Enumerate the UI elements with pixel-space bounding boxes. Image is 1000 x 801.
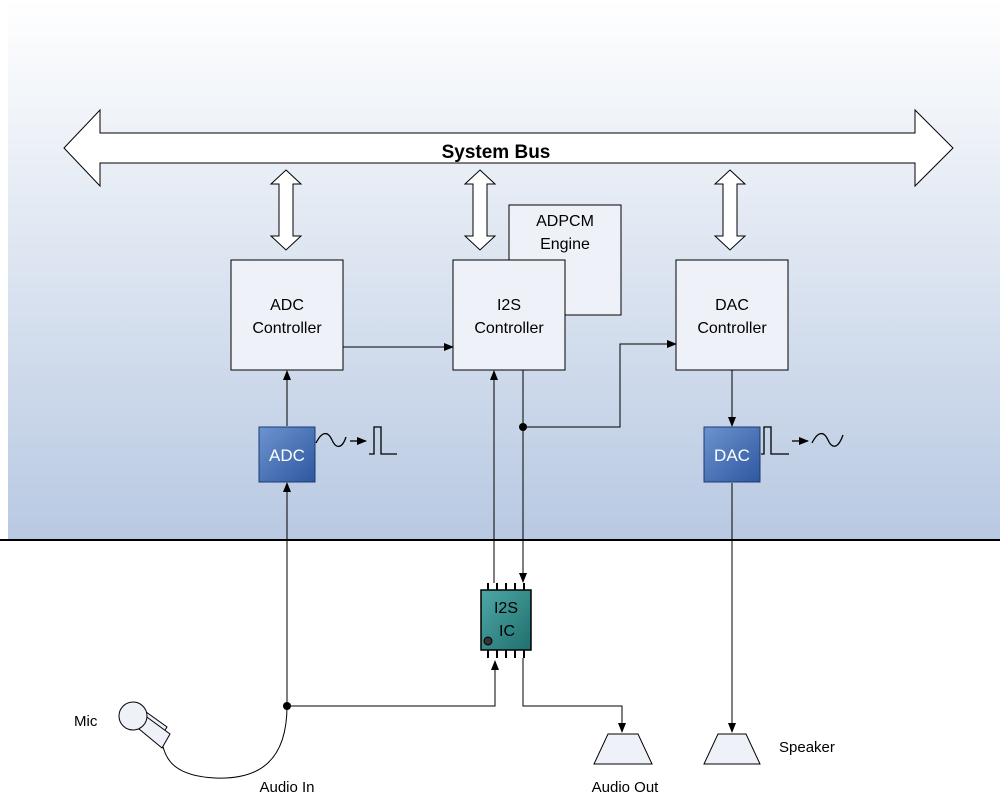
sine-wave-icon — [811, 432, 844, 447]
dac-controller-box — [675, 259, 789, 371]
adc-box — [258, 426, 316, 483]
speaker-label: Speaker — [779, 739, 835, 756]
bus-connector-arrow — [269, 169, 303, 251]
speaker-icon — [593, 733, 653, 765]
speaker — [703, 733, 761, 765]
i2s-controller-label-line1: I2S — [497, 297, 521, 314]
system-bus-arrow — [63, 108, 954, 188]
adc-controller-label-line1: ADC — [270, 297, 304, 314]
i2s-to-dac-controller-arrow — [522, 340, 677, 428]
adpcm-engine-label-line1: ADPCM — [536, 213, 594, 230]
i2s-controller-label-line2: Controller — [474, 320, 544, 337]
adc-controller-box — [230, 259, 344, 371]
dac-box — [703, 426, 761, 483]
dac-controller-label-line1: DAC — [715, 297, 749, 314]
mic-label: Mic — [74, 713, 98, 730]
i2s-bus-connector — [463, 169, 497, 251]
sine-wave-icon — [315, 432, 347, 448]
square-pulse-icon — [369, 426, 397, 455]
adc-bus-connector — [269, 169, 303, 251]
adc-converter: ADC — [258, 426, 397, 483]
dac-converter: DAC — [703, 426, 844, 483]
system-bus: System Bus — [63, 108, 954, 188]
i2s-ic-chip: I2S IC — [480, 583, 532, 658]
adc-controller-block: ADC Controller — [230, 259, 344, 371]
digital-to-analog-symbol — [761, 426, 844, 455]
adc-label: ADC — [269, 446, 305, 465]
dac-controller-block: DAC Controller — [675, 259, 789, 371]
junction-dot — [519, 423, 527, 431]
adpcm-engine-label-line2: Engine — [540, 236, 590, 253]
mic-cable — [161, 705, 288, 779]
bus-connector-arrow — [713, 169, 747, 251]
audio-in-to-ic-arrow — [287, 660, 499, 707]
square-pulse-icon — [761, 426, 789, 455]
speaker-icon — [703, 733, 761, 765]
microphone: Mic — [74, 701, 171, 749]
dac-label: DAC — [714, 446, 750, 465]
ic-to-audio-out-arrow — [522, 658, 626, 733]
adc-controller-label-line2: Controller — [252, 320, 322, 337]
i2s-controller-block: I2S Controller — [452, 259, 566, 371]
pin1-dot — [483, 636, 493, 646]
chip-label-line2: IC — [499, 623, 515, 640]
audio-in-label: Audio In — [259, 779, 314, 796]
microphone-head-icon — [118, 701, 148, 731]
chip-pins — [487, 583, 525, 658]
dac-bus-connector — [713, 169, 747, 251]
system-bus-label: System Bus — [442, 142, 551, 163]
bus-connector-arrow — [463, 169, 497, 251]
junction-dot — [283, 702, 291, 710]
analog-to-digital-symbol — [315, 426, 397, 455]
dac-controller-label-line2: Controller — [697, 320, 767, 337]
signal-connections — [161, 340, 736, 779]
audio-out-label: Audio Out — [592, 779, 660, 796]
audio-out-speaker — [593, 733, 653, 765]
i2s-controller-box — [452, 259, 566, 371]
chip-label-line1: I2S — [494, 600, 518, 617]
